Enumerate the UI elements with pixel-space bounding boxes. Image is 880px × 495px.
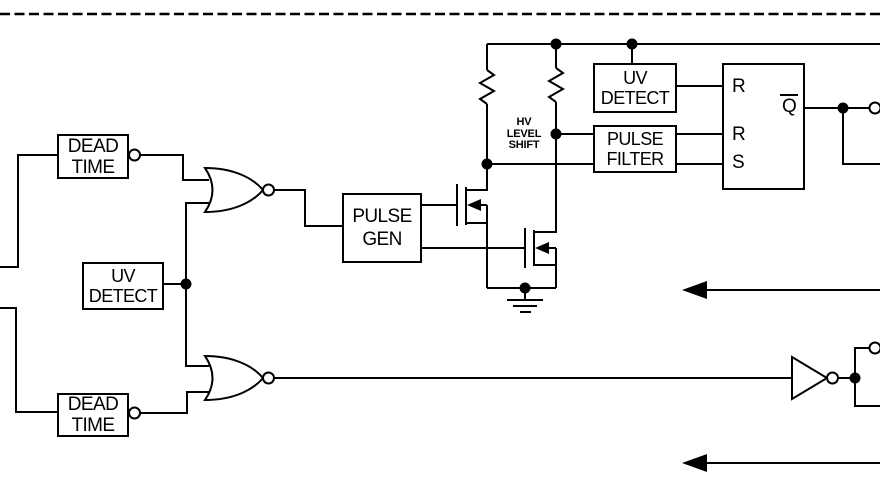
inverter-bubble-deadtime-top <box>128 148 141 162</box>
block-label: UV <box>623 68 647 88</box>
wire-uvdetect-to-nor-bottom <box>185 284 209 367</box>
block-label: FILTER <box>606 149 664 169</box>
annotation-line: LEVEL <box>506 127 542 140</box>
output-inverter <box>791 355 829 401</box>
block-label: UV <box>111 266 135 286</box>
nor-gate-top <box>203 166 265 214</box>
block-dead-time-bottom: DEAD TIME <box>57 393 129 437</box>
block-label: DEAD <box>67 135 119 157</box>
block-pulse-gen: PULSE GEN <box>342 193 422 263</box>
junction-dot-uvdetect <box>180 278 192 290</box>
wire-deadtime-bottom-to-nor <box>140 391 209 414</box>
terminal-circle-output <box>868 341 880 355</box>
nor-bubble-bottom <box>262 371 275 385</box>
block-label: PULSE <box>606 129 664 149</box>
ground-symbol <box>507 288 543 313</box>
nor-gate-bottom <box>203 354 265 402</box>
block-dead-time-top: DEAD TIME <box>57 134 129 179</box>
annotation-line: SHIFT <box>508 139 540 151</box>
nor-bubble-top <box>262 183 275 197</box>
pullup-resistor-right <box>546 67 566 103</box>
left-arrow-bottom <box>682 454 707 472</box>
latch-pin-r-top: R <box>732 76 746 97</box>
mosfet-arrow-upper <box>467 199 481 211</box>
inverter-bubble-output <box>826 371 839 385</box>
level-shift-mosfet-lower <box>524 134 557 288</box>
block-label: DETECT <box>88 286 158 306</box>
block-label: DEAD <box>67 394 119 415</box>
level-shift-mosfet-upper <box>456 164 488 288</box>
block-rs-latch: R R S Q <box>722 63 805 190</box>
input-wire-top <box>0 154 57 268</box>
block-uv-detect-low-side: UV DETECT <box>82 262 164 310</box>
inverter-bubble-deadtime-bottom <box>128 406 141 420</box>
wire-nor-top-to-pulsegen <box>274 189 342 227</box>
latch-pin-r-mid: R <box>732 124 746 145</box>
latch-pin-s: S <box>732 152 745 173</box>
block-label: GEN <box>362 229 402 250</box>
block-label: DETECT <box>600 88 670 108</box>
wire-output-branch-up <box>854 347 869 378</box>
wire-qbar-branch-down <box>842 108 880 165</box>
left-arrow-top <box>682 281 707 299</box>
latch-pin-q-bar: Q <box>780 94 799 117</box>
input-wire-bottom <box>0 307 57 413</box>
wire-deadtime-top-to-nor <box>140 154 209 181</box>
wire-uvdetect-to-nor-top <box>185 202 209 284</box>
mosfet-arrow-lower <box>535 242 549 254</box>
block-label: PULSE <box>352 206 412 227</box>
wire-output-branch-down <box>854 378 880 407</box>
annotation-line: HV <box>516 116 532 128</box>
block-label: TIME <box>71 156 116 178</box>
block-label: TIME <box>71 415 116 436</box>
pullup-resistor-left <box>477 69 497 105</box>
block-pulse-filter: PULSE FILTER <box>593 125 677 173</box>
annotation-hv-level-shift: HV LEVEL SHIFT <box>496 116 552 152</box>
latch-pin-q-bar-text: Q <box>780 94 799 117</box>
terminal-circle-qbar <box>868 101 880 115</box>
block-uv-detect-high-side: UV DETECT <box>593 63 677 113</box>
